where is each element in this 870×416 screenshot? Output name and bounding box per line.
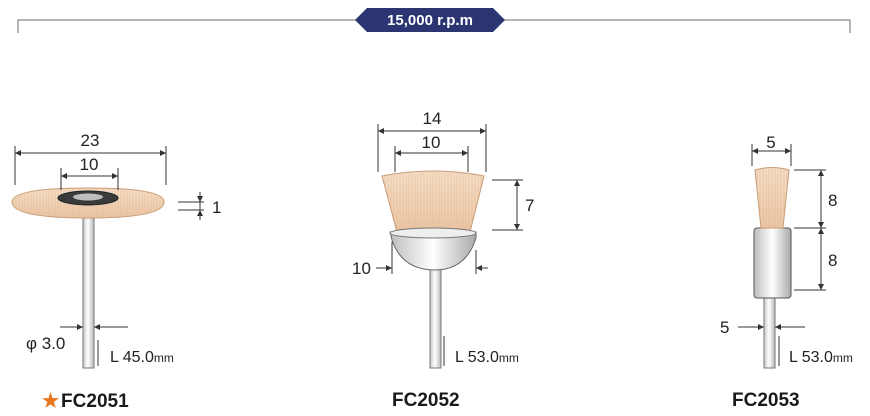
speed-label: 15,000 r.p.m [387,12,473,29]
fc2052-height-dim: 7 [525,196,534,215]
fc2051-shank-dim: φ 3.0 [26,334,65,353]
fc2053-top-dim: 5 [766,133,775,152]
product-code-fc2051: ★FC2051 [42,391,129,412]
fc2051-shaft [82,199,95,369]
product-code-fc2053: FC2053 [732,390,800,411]
star-icon: ★ [42,391,60,412]
fc2051-length: L 45.0mm [110,349,174,366]
fc2052-shaft [429,267,442,369]
fc2052-drawing: 14 10 7 10 L 53.0mm [352,109,534,369]
speed-badge [355,8,505,32]
speed-bracket: 15,000 r.p.m [17,8,851,33]
fc2052-cup [389,231,477,271]
fc2053-lower-dim: 8 [828,251,837,270]
fc2051-inner-dim: 10 [80,155,99,174]
product-code-fc2052: FC2052 [392,390,460,411]
fc2052-outer-dim: 14 [423,109,442,128]
fc2053-shank-dim: 5 [720,318,729,337]
fc2053-drawing: 5 8 8 5 L 53.0mm [720,133,853,369]
fc2052-cup-dim: 10 [352,259,371,278]
fc2053-shaft [763,295,776,369]
fc2053-upper-dim: 8 [828,191,837,210]
fc2051-thickness-dim: 1 [212,198,221,217]
fc2052-inner-dim: 10 [422,133,441,152]
fc2052-length: L 53.0mm [455,349,519,366]
fc2053-length: L 53.0mm [789,349,853,366]
fc2051-drawing: 23 10 1 φ 3.0 L 45.0mm [11,131,221,369]
fc2053-ferrule [753,227,792,299]
fc2051-outer-dim: 23 [81,131,100,150]
